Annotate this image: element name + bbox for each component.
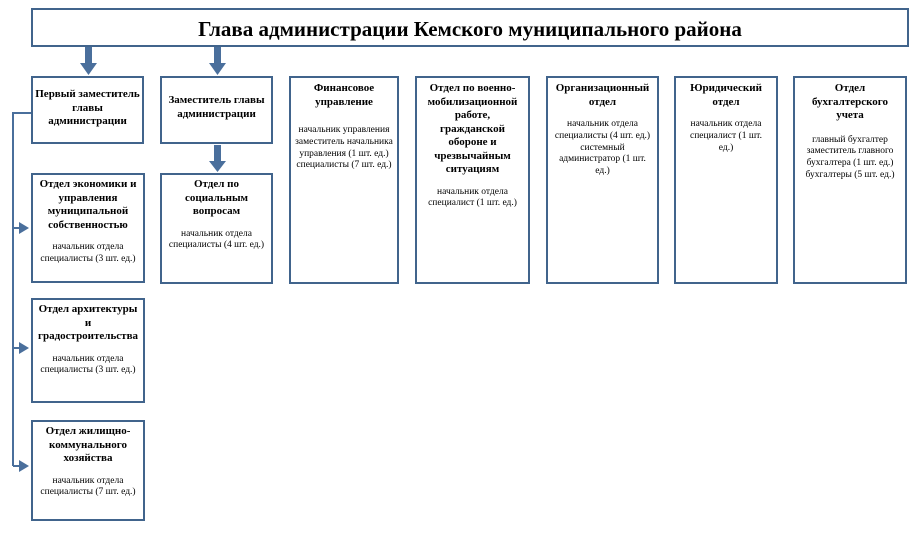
finance-box: Финансовое управление начальник управлен… [289, 76, 399, 284]
economy-title: Отдел экономики и управления муниципальн… [39, 178, 137, 231]
housing-box: Отдел жилищно-коммунального хозяйства на… [31, 420, 145, 521]
military-title: Отдел по военно-мобилизационной работе, … [427, 82, 518, 175]
legal-box: Юридический отдел начальник отдела специ… [674, 76, 778, 284]
social-details: начальник отдела специалисты (4 шт. ед.) [168, 228, 265, 251]
architecture-title: Отдел архитектуры и градостроительства [37, 303, 139, 342]
housing-title: Отдел жилищно-коммунального хозяйства [45, 425, 131, 464]
legal-title: Юридический отдел [690, 82, 762, 108]
org-details: начальник отдела специалисты (4 шт. ед.)… [554, 119, 651, 177]
social-title: Отдел по социальным вопросам [184, 178, 249, 217]
accounting-box: Отдел бухгалтерского учета главный бухга… [793, 76, 907, 284]
legal-details: начальник отдела специалист (1 шт. ед.) [690, 119, 762, 153]
deputy-title: Заместитель главы администрации [168, 94, 265, 120]
social-box: Отдел по социальным вопросам начальник о… [160, 173, 273, 284]
finance-title: Финансовое управление [313, 82, 375, 108]
first-deputy-box: Первый заместитель главы администрации [31, 76, 144, 144]
arrow-to-social [209, 145, 226, 172]
economy-box: Отдел экономики и управления муниципальн… [31, 173, 145, 283]
military-box: Отдел по военно-мобилизационной работе, … [415, 76, 530, 284]
housing-details: начальник отдела специалисты (7 шт. ед.) [40, 475, 136, 498]
arrow-to-deputy [209, 47, 226, 75]
first-deputy-bracket [12, 112, 31, 472]
deputy-box: Заместитель главы администрации [160, 76, 273, 144]
first-deputy-title: Первый заместитель главы администрации [35, 88, 140, 127]
economy-details: начальник отдела специалисты (3 шт. ед.) [40, 242, 136, 264]
accounting-details: главный бухгалтер заместитель главного б… [805, 134, 895, 180]
org-box: Организационный отдел начальник отдела с… [546, 76, 659, 284]
architecture-details: начальник отдела специалисты (3 шт. ед.) [40, 353, 136, 376]
finance-details: начальник управления заместитель начальн… [295, 125, 393, 171]
head-title: Глава администрации Кемского муниципальн… [198, 17, 742, 41]
accounting-title: Отдел бухгалтерского учета [811, 82, 889, 121]
architecture-box: Отдел архитектуры и градостроительства н… [31, 298, 145, 403]
arrow-to-first-deputy [80, 47, 97, 75]
military-details: начальник отдела специалист (1 шт. ед.) [428, 186, 517, 209]
org-title: Организационный отдел [555, 82, 650, 108]
head-box: Глава администрации Кемского муниципальн… [31, 8, 909, 47]
